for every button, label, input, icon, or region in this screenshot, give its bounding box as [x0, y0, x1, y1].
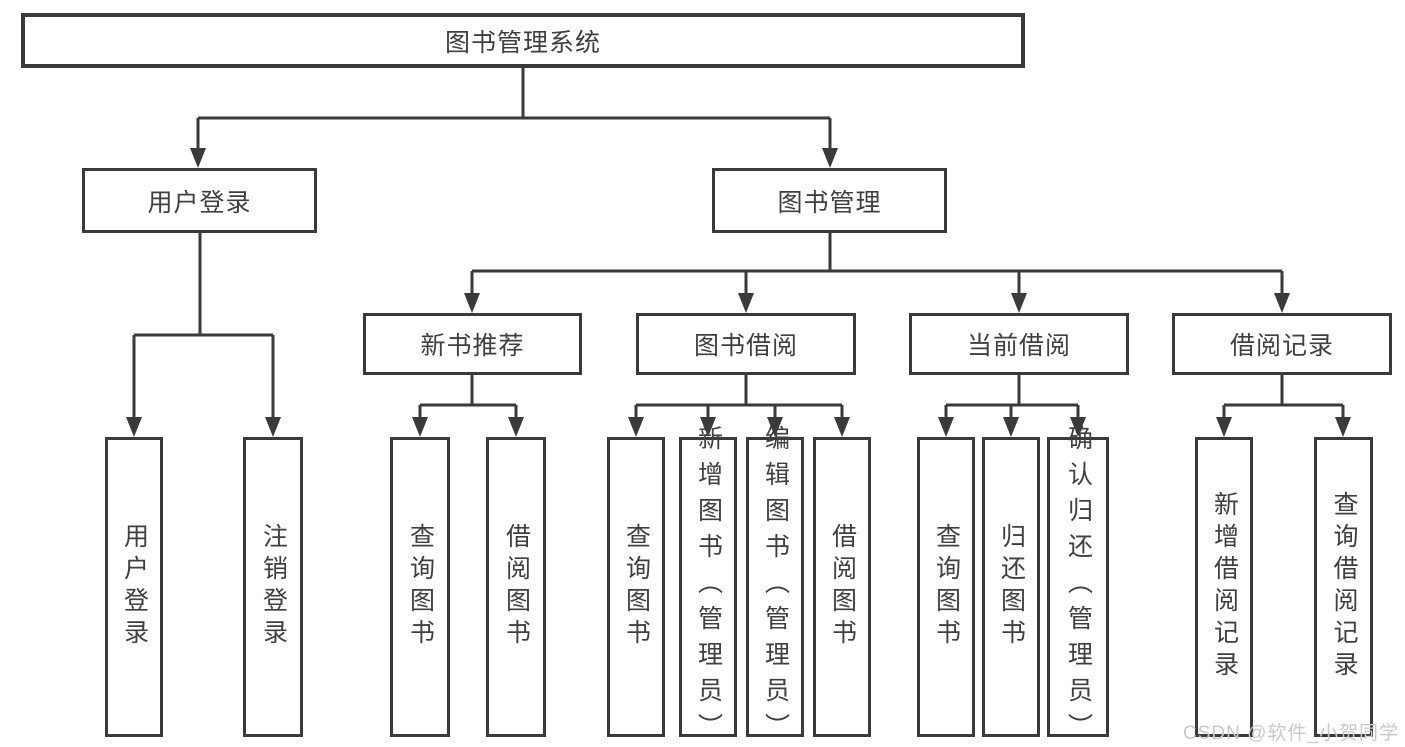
arrow-to-leaf-borrow-book-b	[834, 417, 850, 437]
arrow-to-leaf-query-book-a	[412, 417, 428, 437]
leaf-query-book-current: 查询图书	[917, 437, 975, 737]
arrow-to-leaf-return-book	[1003, 417, 1019, 437]
node-library-management-system: 图书管理系统	[21, 13, 1025, 68]
arrow-to-leaf-confirm-return	[1070, 417, 1086, 437]
arrow-to-leaf-logout	[265, 417, 281, 437]
arrow-to-leaf-add-book	[700, 417, 716, 437]
node-borrow-record: 借阅记录	[1172, 313, 1392, 375]
arrow-to-user-login	[190, 148, 206, 168]
connector-user-login-to-leaves	[132, 233, 275, 421]
leaf-confirm-return-admin: 确认归还（管理员）	[1047, 425, 1109, 747]
node-book-borrow: 图书借阅	[636, 313, 856, 375]
connector-root-to-level1	[196, 68, 832, 152]
connector-book-borrow-to-leaves	[634, 375, 844, 421]
arrow-to-borrow-record	[1274, 293, 1290, 313]
arrow-to-leaf-user-login	[126, 417, 142, 437]
leaf-add-book-admin: 新增图书（管理员）	[679, 425, 737, 747]
connector-new-book-to-leaves	[418, 375, 518, 421]
leaf-query-borrow-record: 查询借阅记录	[1314, 437, 1373, 737]
node-user-login: 用户登录	[82, 168, 317, 233]
leaf-return-book: 归还图书	[982, 437, 1040, 737]
leaf-label: 借阅图书	[502, 523, 531, 651]
leaf-edit-book-admin: 编辑图书（管理员）	[746, 425, 804, 747]
leaf-label: 查询借阅记录	[1330, 491, 1358, 683]
leaf-label: 新增借阅记录	[1210, 491, 1239, 683]
leaf-logout: 注销登录	[243, 437, 303, 737]
leaf-add-borrow-record: 新增借阅记录	[1195, 437, 1253, 737]
leaf-borrow-book-new: 借阅图书	[486, 437, 546, 737]
leaf-label: 用户登录	[120, 523, 149, 651]
leaf-user-login: 用户登录	[105, 437, 163, 737]
arrow-to-book-management	[822, 148, 838, 168]
leaf-label: 新增图书（管理员）	[694, 425, 723, 747]
leaf-label: 查询图书	[406, 523, 435, 651]
leaf-label: 归还图书	[997, 523, 1026, 651]
csdn-watermark: CSDN @软件_小贺同学	[1183, 723, 1399, 744]
leaf-label: 注销登录	[259, 523, 288, 651]
leaf-label: 借阅图书	[828, 523, 857, 651]
arrow-to-current-borrow	[1011, 293, 1027, 313]
leaf-label: 查询图书	[932, 523, 961, 651]
arrow-to-leaf-borrow-book-a	[508, 417, 524, 437]
leaf-label: 编辑图书（管理员）	[761, 425, 790, 747]
leaf-label: 确认归还（管理员）	[1064, 425, 1093, 747]
arrow-to-book-borrow	[738, 293, 754, 313]
arrow-to-leaf-query-book-c	[938, 417, 954, 437]
leaf-label: 查询图书	[622, 523, 651, 651]
connector-borrow-record-to-leaves	[1222, 375, 1345, 421]
leaf-query-book-new: 查询图书	[390, 437, 450, 737]
arrowheads	[126, 148, 1351, 437]
arrow-to-leaf-add-record	[1216, 417, 1232, 437]
connector-current-borrow-to-leaves	[944, 375, 1080, 421]
arrow-to-leaf-edit-book	[767, 417, 783, 437]
leaf-query-book-borrow: 查询图书	[607, 437, 665, 737]
arrow-to-leaf-query-book-b	[628, 417, 644, 437]
arrow-to-leaf-query-record	[1335, 417, 1351, 437]
node-new-book-recommend: 新书推荐	[363, 313, 582, 375]
node-book-management: 图书管理	[712, 168, 947, 233]
connector-book-management-to-level2	[470, 233, 1284, 296]
leaf-borrow-book: 借阅图书	[813, 437, 871, 737]
node-current-borrow: 当前借阅	[909, 313, 1129, 375]
arrow-to-new-book-recommend	[464, 293, 480, 313]
